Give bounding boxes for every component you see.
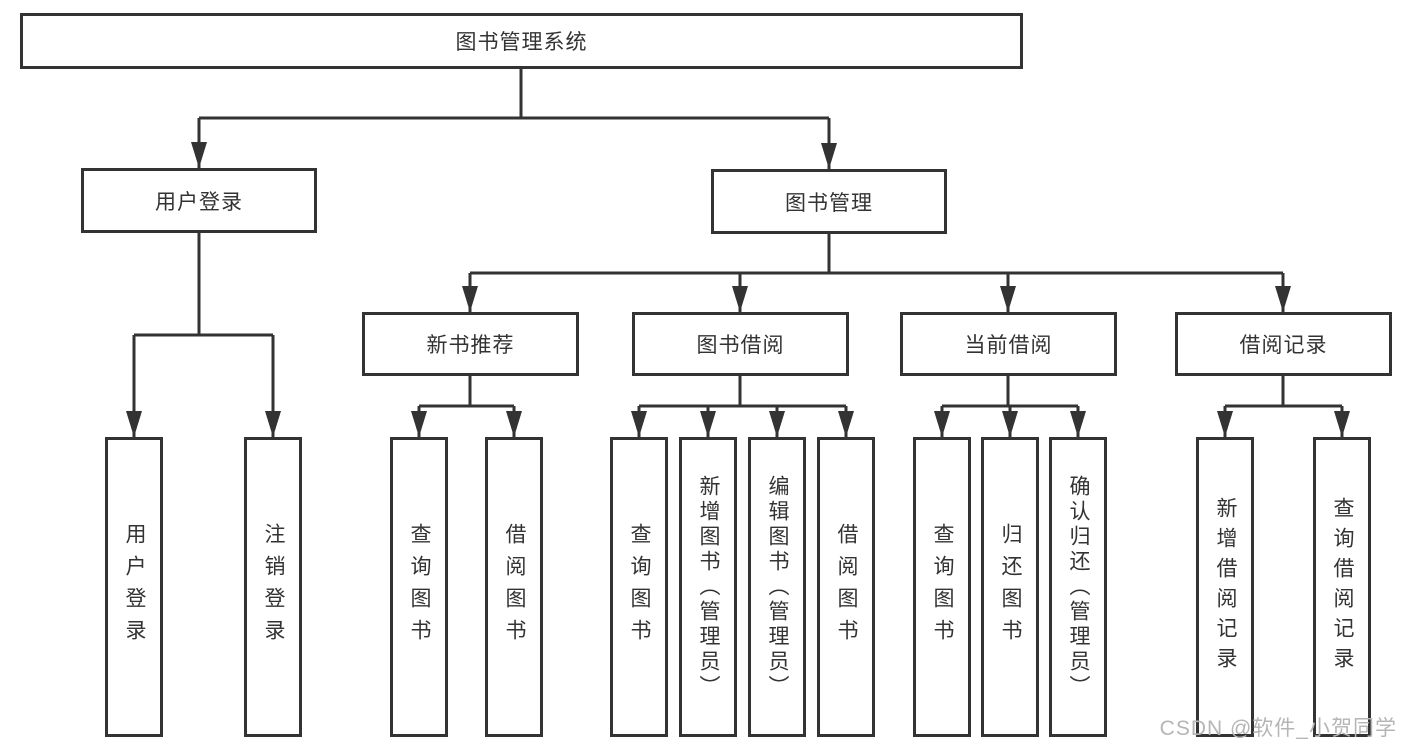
arrow-icon	[1070, 411, 1086, 437]
arrow-icon	[506, 411, 522, 437]
leaf-confirm-return-admin: 确认归还（管理员）	[1049, 437, 1107, 737]
leaf-label: 借阅图书	[835, 523, 858, 651]
leaf-query-books-borrow: 查询图书	[610, 437, 668, 737]
arrow-icon	[700, 411, 716, 437]
node-label: 借阅记录	[1239, 334, 1328, 357]
connector-path	[132, 69, 1344, 437]
leaf-label: 查询借阅记录	[1331, 497, 1354, 677]
node-current-borrow: 当前借阅	[900, 312, 1117, 376]
leaf-add-borrow-record: 新增借阅记录	[1196, 437, 1254, 737]
leaf-query-books-recommend: 查询图书	[390, 437, 448, 737]
arrow-icon	[1217, 411, 1233, 437]
leaf-query-borrow-record: 查询借阅记录	[1313, 437, 1371, 737]
node-label: 图书借阅	[696, 334, 785, 357]
arrow-icon	[821, 143, 837, 169]
arrow-icon	[1334, 411, 1350, 437]
arrow-icon	[1275, 286, 1291, 312]
leaf-logout: 注销登录	[244, 437, 302, 737]
leaf-add-books-admin: 新增图书（管理员）	[679, 437, 737, 737]
leaf-borrow-books-recommend: 借阅图书	[485, 437, 543, 737]
leaf-label: 注销登录	[262, 523, 285, 651]
leaf-label: 查询图书	[408, 523, 431, 651]
arrow-icon	[769, 411, 785, 437]
arrow-icon	[838, 411, 854, 437]
arrow-icon	[1002, 411, 1018, 437]
node-root-system: 图书管理系统	[20, 13, 1023, 69]
arrow-icon	[462, 286, 478, 312]
node-user-login: 用户登录	[81, 168, 317, 233]
arrow-icon	[1000, 286, 1016, 312]
node-label: 图书管理系统	[455, 31, 588, 54]
leaf-borrow-books: 借阅图书	[817, 437, 875, 737]
leaf-label: 查询图书	[628, 523, 651, 651]
node-book-borrow: 图书借阅	[632, 312, 849, 376]
arrow-icon	[411, 411, 427, 437]
leaf-label: 用户登录	[123, 523, 146, 651]
arrow-icon	[732, 286, 748, 312]
node-label: 用户登录	[155, 190, 243, 214]
arrowheads	[126, 142, 1350, 437]
arrow-icon	[191, 142, 207, 168]
leaf-label: 新增图书（管理员）	[697, 474, 720, 700]
leaf-label: 借阅图书	[503, 523, 526, 651]
leaf-label: 确认归还（管理员）	[1067, 474, 1090, 700]
watermark-text: CSDN @软件_小贺同学	[1159, 717, 1397, 740]
node-label: 新书推荐	[426, 334, 515, 357]
node-book-management: 图书管理	[711, 169, 947, 234]
leaf-label: 查询图书	[931, 523, 954, 651]
leaf-label: 归还图书	[999, 523, 1022, 651]
node-label: 当前借阅	[964, 334, 1053, 357]
arrow-icon	[934, 411, 950, 437]
leaf-label: 新增借阅记录	[1214, 497, 1237, 677]
leaf-user-login: 用户登录	[105, 437, 163, 737]
arrow-icon	[126, 411, 142, 437]
leaf-label: 编辑图书（管理员）	[766, 474, 789, 700]
leaf-return-books: 归还图书	[981, 437, 1039, 737]
node-new-book-recommend: 新书推荐	[362, 312, 579, 376]
node-borrow-record: 借阅记录	[1175, 312, 1392, 376]
arrow-icon	[631, 411, 647, 437]
node-label: 图书管理	[785, 191, 873, 215]
leaf-query-books-current: 查询图书	[913, 437, 971, 737]
leaf-edit-books-admin: 编辑图书（管理员）	[748, 437, 806, 737]
arrow-icon	[265, 411, 281, 437]
